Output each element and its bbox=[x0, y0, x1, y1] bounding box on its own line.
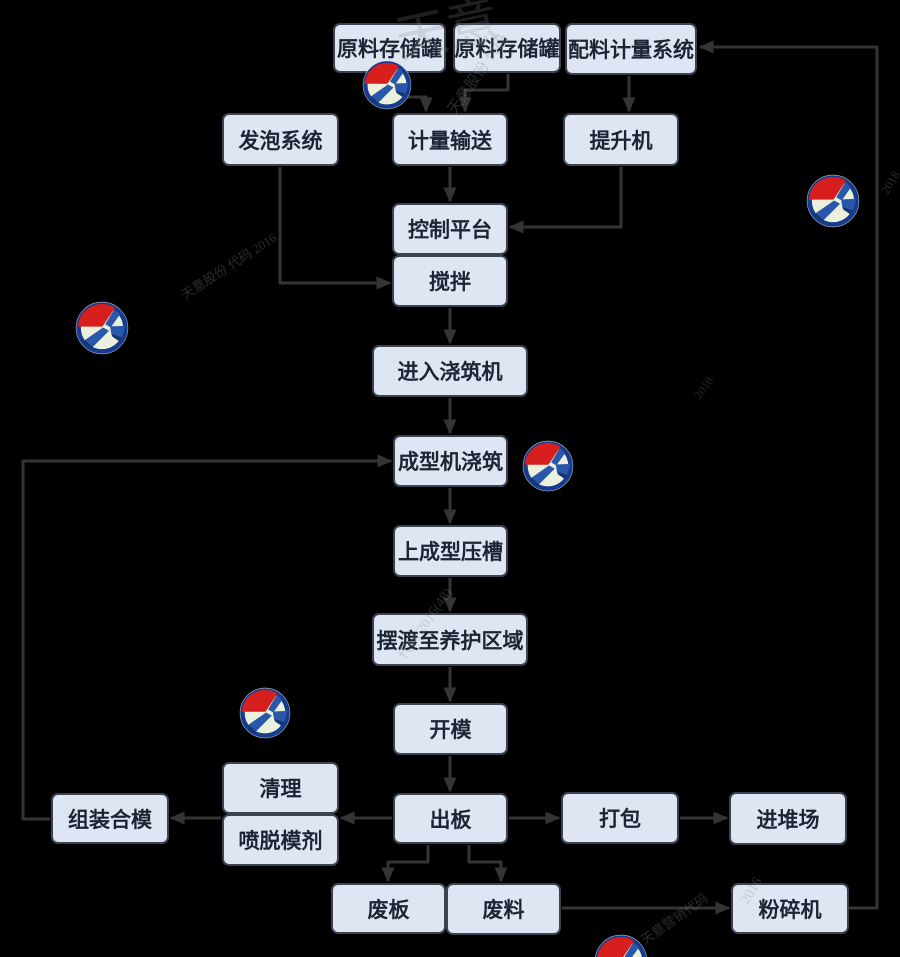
edge-raw-material-tank-2-to-metering-conveying bbox=[458, 74, 510, 113]
node-upper-forming-press: 上成型压槽 bbox=[393, 525, 508, 577]
node-into-yard: 进堆场 bbox=[729, 792, 847, 845]
company-logo-icon-0 bbox=[362, 60, 412, 110]
node-waste-material: 废料 bbox=[446, 883, 561, 935]
node-batching-metering-system: 配料计量系统 bbox=[565, 23, 697, 75]
node-label-board-out: 出板 bbox=[429, 807, 472, 832]
node-raw-material-tank-2: 原料存储罐 bbox=[453, 23, 561, 73]
watermark-text-7: 2018 bbox=[691, 374, 716, 402]
node-packing: 打包 bbox=[561, 792, 679, 844]
edge-board-out-to-waste-board bbox=[381, 845, 430, 883]
node-label-elevator: 提升机 bbox=[589, 128, 653, 153]
watermark-text-2: 天意股份 代码 2016 bbox=[178, 229, 279, 302]
node-label-upper-forming-press: 上成型压槽 bbox=[398, 540, 503, 564]
node-label-forming-machine-casting: 成型机浇筑 bbox=[398, 450, 503, 474]
node-label-into-yard: 进堆场 bbox=[756, 807, 820, 832]
watermark-text-5: 2016 bbox=[738, 875, 765, 907]
node-label-ferry-to-curing-area: 摆渡至养护区域 bbox=[376, 628, 524, 653]
node-waste-board: 废板 bbox=[331, 883, 446, 934]
company-logo-icon-3 bbox=[522, 440, 574, 492]
node-label-raw-material-tank-1: 原料存储罐 bbox=[337, 37, 442, 61]
node-ferry-to-curing-area: 摆渡至养护区域 bbox=[372, 613, 528, 666]
edge-assemble-close-mold-to-forming-machine-casting bbox=[21, 454, 393, 821]
node-label-open-mold: 开模 bbox=[429, 718, 472, 742]
watermark-text-6: 天意营销代码 bbox=[638, 890, 711, 947]
edge-crusher-to-batching-metering-system bbox=[698, 40, 879, 910]
node-board-out: 出板 bbox=[393, 793, 508, 844]
node-assemble-close-mold: 组装合模 bbox=[51, 793, 169, 844]
company-logo-icon-1 bbox=[806, 174, 860, 228]
node-crusher: 粉碎机 bbox=[731, 883, 849, 934]
watermark-text-3: 代码 2016(48) bbox=[395, 585, 456, 662]
node-label-batching-metering-system: 配料计量系统 bbox=[568, 38, 694, 62]
edge-board-out-to-waste-material bbox=[467, 845, 508, 883]
node-label-waste-material: 废料 bbox=[482, 898, 525, 922]
node-forming-machine-casting: 成型机浇筑 bbox=[393, 435, 508, 487]
watermark-text-4: 2018 bbox=[878, 169, 900, 197]
node-label-cleaning: 清理 bbox=[259, 777, 302, 801]
node-label-stirring: 搅拌 bbox=[429, 270, 471, 294]
node-open-mold: 开模 bbox=[393, 703, 508, 755]
node-label-metering-conveying: 计量输送 bbox=[408, 128, 492, 153]
node-label-packing: 打包 bbox=[599, 807, 641, 831]
node-label-assemble-close-mold: 组装合模 bbox=[68, 807, 152, 832]
node-label-waste-board: 废板 bbox=[367, 897, 410, 922]
node-foaming-system: 发泡系统 bbox=[222, 113, 339, 166]
node-spray-release-agent: 喷脱模剂 bbox=[222, 814, 339, 866]
node-metering-conveying: 计量输送 bbox=[392, 113, 508, 166]
node-enter-casting-machine: 进入浇筑机 bbox=[372, 345, 528, 397]
company-logo-icon-5 bbox=[595, 934, 647, 957]
edge-elevator-to-control-platform bbox=[508, 167, 623, 234]
node-label-spray-release-agent: 喷脱模剂 bbox=[238, 829, 323, 853]
node-stirring: 搅拌 bbox=[392, 255, 508, 307]
node-label-foaming-system: 发泡系统 bbox=[238, 128, 323, 153]
node-label-enter-casting-machine: 进入浇筑机 bbox=[397, 360, 503, 384]
node-cleaning: 清理 bbox=[222, 762, 339, 814]
node-control-platform: 控制平台 bbox=[392, 203, 508, 255]
company-logo-icon-4 bbox=[239, 687, 291, 739]
node-label-raw-material-tank-2: 原料存储罐 bbox=[454, 37, 560, 61]
node-elevator: 提升机 bbox=[563, 113, 679, 166]
company-logo-icon-2 bbox=[75, 301, 129, 355]
node-label-crusher: 粉碎机 bbox=[758, 897, 822, 922]
edge-foaming-system-to-stirring bbox=[278, 167, 392, 290]
node-label-control-platform: 控制平台 bbox=[408, 218, 492, 242]
